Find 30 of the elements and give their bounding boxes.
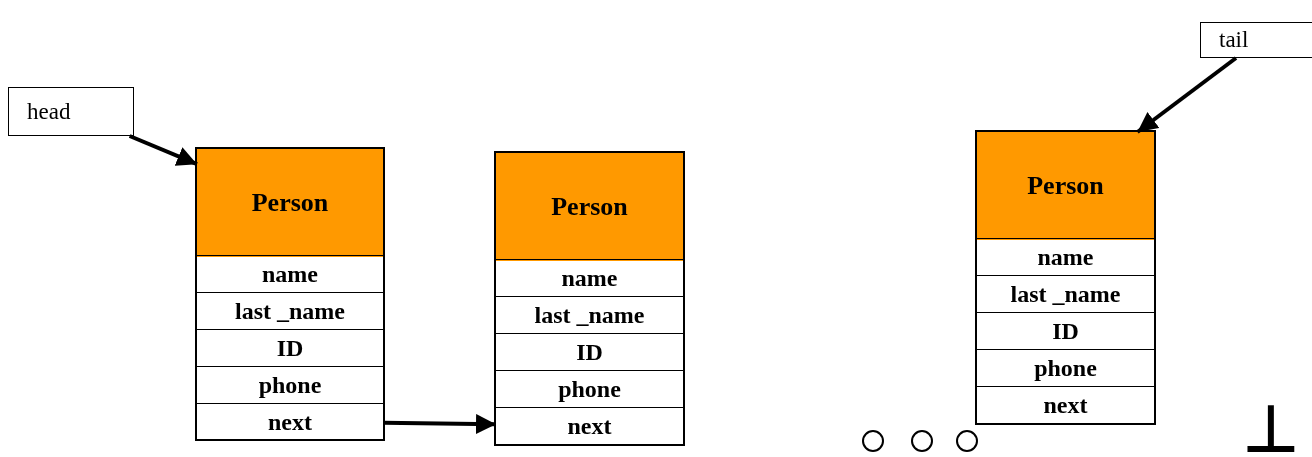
field-cell: last _name (496, 296, 683, 333)
field-cell: name (977, 238, 1154, 275)
field-cell: next (496, 407, 683, 444)
field-cell: ID (496, 333, 683, 370)
field-cell: last _name (977, 275, 1154, 312)
field-cell: next (977, 386, 1154, 423)
field-cell: last _name (197, 292, 383, 329)
field-cell: ID (197, 329, 383, 366)
record-header-cell: Person (977, 132, 1154, 240)
pointer-label-box: head (8, 87, 134, 136)
field-cell: ID (977, 312, 1154, 349)
record-header-cell: Person (496, 153, 683, 261)
field-cell: phone (197, 366, 383, 403)
field-cell: phone (496, 370, 683, 407)
field-cell: name (197, 255, 383, 292)
field-cell: phone (977, 349, 1154, 386)
pointer-label-box: tail (1200, 22, 1312, 58)
record-header-cell: Person (197, 149, 383, 257)
arrow (382, 414, 497, 434)
arrow (1136, 56, 1238, 134)
record-table (975, 130, 1156, 425)
record-table (195, 147, 385, 441)
ellipsis-dot (911, 430, 933, 452)
arrow (128, 134, 198, 166)
ellipsis-dot (956, 430, 978, 452)
field-cell: name (496, 259, 683, 296)
field-cell: next (197, 403, 383, 440)
null-symbol: ⊥ (1243, 398, 1299, 457)
record-table (494, 151, 685, 446)
ellipsis-dot (862, 430, 884, 452)
